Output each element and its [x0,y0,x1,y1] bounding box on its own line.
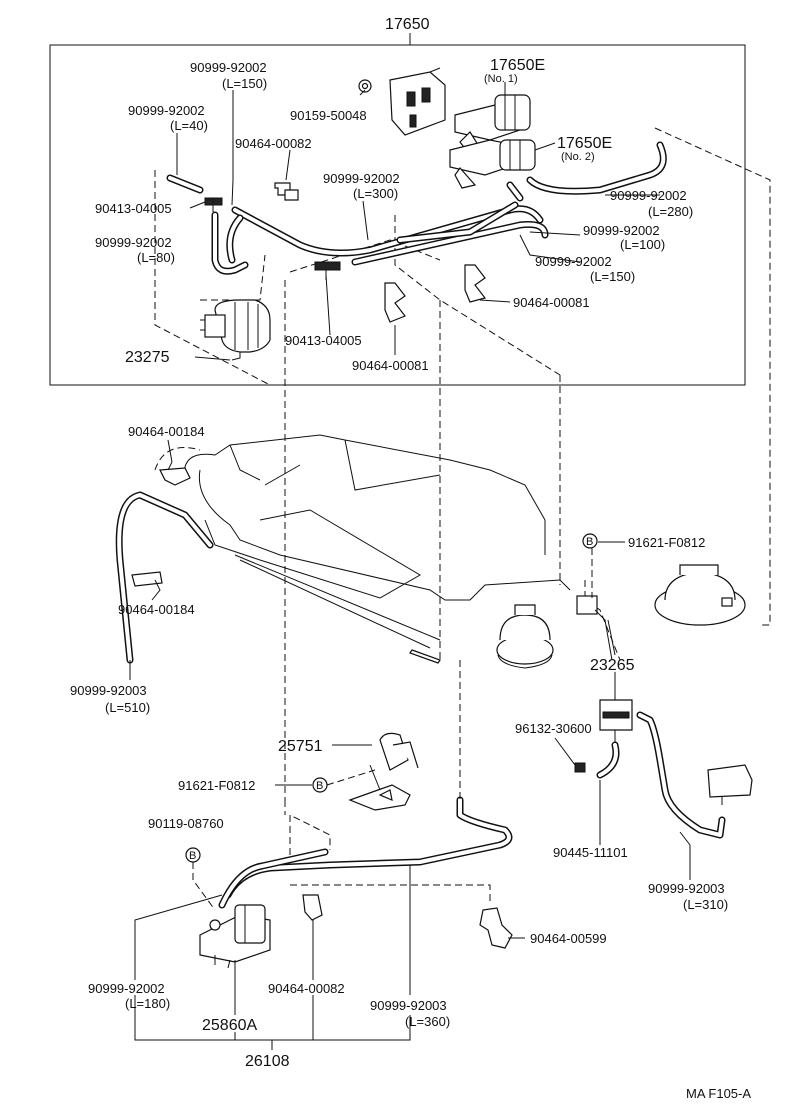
hose-90999-92003-l310 [636,711,726,839]
t-connector-90413-b [314,261,341,280]
clip-90464-00082-top [274,182,299,201]
label-96132-30600: 96132-30600 [515,721,592,736]
label-91621-f0812-b: 91621-F0812 [178,778,255,793]
clip-90464-00082-bottom [302,894,323,921]
label-90464-00599: 90464-00599 [530,931,607,946]
label-l80: (L=80) [137,250,175,265]
label-91621-f0812-a: 91621-F0812 [628,535,705,550]
label-23275: 23275 [125,349,170,366]
label-90999-92002-c: 90999-92002 [323,171,400,186]
labels: 17650 90999-92002 (L=150) 90159-50048 17… [70,16,751,1101]
clip-90464-00081-b [384,282,406,323]
label-l150-b: (L=150) [590,269,635,284]
hose-bottom-long [224,796,513,899]
label-l40: (L=40) [170,118,208,133]
label-l300: (L=300) [353,186,398,201]
egr-valve-right [654,564,746,626]
vsv-17650e-no1 [454,94,531,156]
vsv-23275 [200,254,271,361]
t-connector-90413-a [204,197,223,212]
hoses-top-group [166,141,667,275]
egr-valve-center [496,604,554,669]
dash-b3 [192,862,216,911]
label-90413-04005-b: 90413-04005 [285,333,362,348]
dash-bottom-b [290,884,491,905]
label-l280: (L=280) [648,204,693,219]
label-17650e-2: 17650E [557,135,612,152]
dash-bottom-a [289,814,331,855]
clip-90464-00599 [479,907,513,949]
label-90999-92002-e: 90999-92002 [583,223,660,238]
label-17650: 17650 [385,16,430,33]
label-90999-92002-f: 90999-92002 [95,235,172,250]
label-90464-00082-b: 90464-00082 [268,981,345,996]
label-90999-92003-a: 90999-92003 [70,683,147,698]
dash-mid-b [584,580,621,661]
sensor-box-right [707,764,753,805]
engine-body [183,434,571,664]
label-l310: (L=310) [683,897,728,912]
label-b2: B [316,780,323,792]
footer-code: MA F105-A [686,1086,751,1101]
label-90999-92003-c: 90999-92003 [370,998,447,1013]
hose-90999-92002-l180 [218,848,329,909]
label-25751: 25751 [278,738,323,755]
b-marker-top-right [582,533,598,549]
clip-90464-00184-bottom [131,571,163,587]
label-90464-00082-a: 90464-00082 [235,136,312,151]
label-90464-00081-a: 90464-00081 [513,295,590,310]
label-90999-92002-b: 90999-92002 [128,103,205,118]
bracket-25751 [348,732,419,811]
label-b3: B [189,850,196,862]
label-90159-50048: 90159-50048 [290,108,367,123]
clip-90464-00081-a [464,264,487,303]
label-b1: B [586,536,593,548]
label-l100: (L=100) [620,237,665,252]
label-17650e-1: 17650E [490,57,545,74]
group-dashed-outlines [154,127,771,800]
clip-90464-00184-top [159,461,191,486]
label-no2: (No. 2) [561,151,595,163]
hose-90999-92003-l510 [115,491,214,664]
label-90119-08760: 90119-08760 [148,816,224,831]
leader-lines [129,82,691,1050]
label-l360: (L=360) [405,1014,450,1029]
dash-b2 [326,769,376,786]
label-90999-92002-g: 90999-92002 [535,254,612,269]
label-no1: (No. 1) [484,73,518,85]
label-26108: 26108 [245,1053,290,1070]
vsv-25860a [199,904,271,969]
label-90464-00081-b: 90464-00081 [352,358,429,373]
label-90464-00184-a: 90464-00184 [128,424,205,439]
filter-23265 [576,595,633,745]
vsv-17650e-no2 [449,139,536,189]
label-l510: (L=510) [105,700,150,715]
dash-clip-184 [154,447,201,471]
check-valve-96132 [574,762,586,773]
label-90999-92002-h: 90999-92002 [88,981,165,996]
hose-90445-11101 [596,741,620,779]
label-23265: 23265 [590,657,635,674]
bracket-90159 [358,67,446,136]
label-90445-11101: 90445-11101 [553,845,628,860]
label-90464-00184-b: 90464-00184 [118,602,195,617]
label-90999-92002-a: 90999-92002 [190,60,267,75]
label-90999-92002-d: 90999-92002 [610,188,687,203]
label-90999-92003-b: 90999-92003 [648,881,725,896]
group-17650-box [49,33,746,386]
label-25860a: 25860A [202,1017,257,1034]
label-l180: (L=180) [125,996,170,1011]
label-l150-a: (L=150) [222,76,267,91]
label-90413-04005-a: 90413-04005 [95,201,172,216]
